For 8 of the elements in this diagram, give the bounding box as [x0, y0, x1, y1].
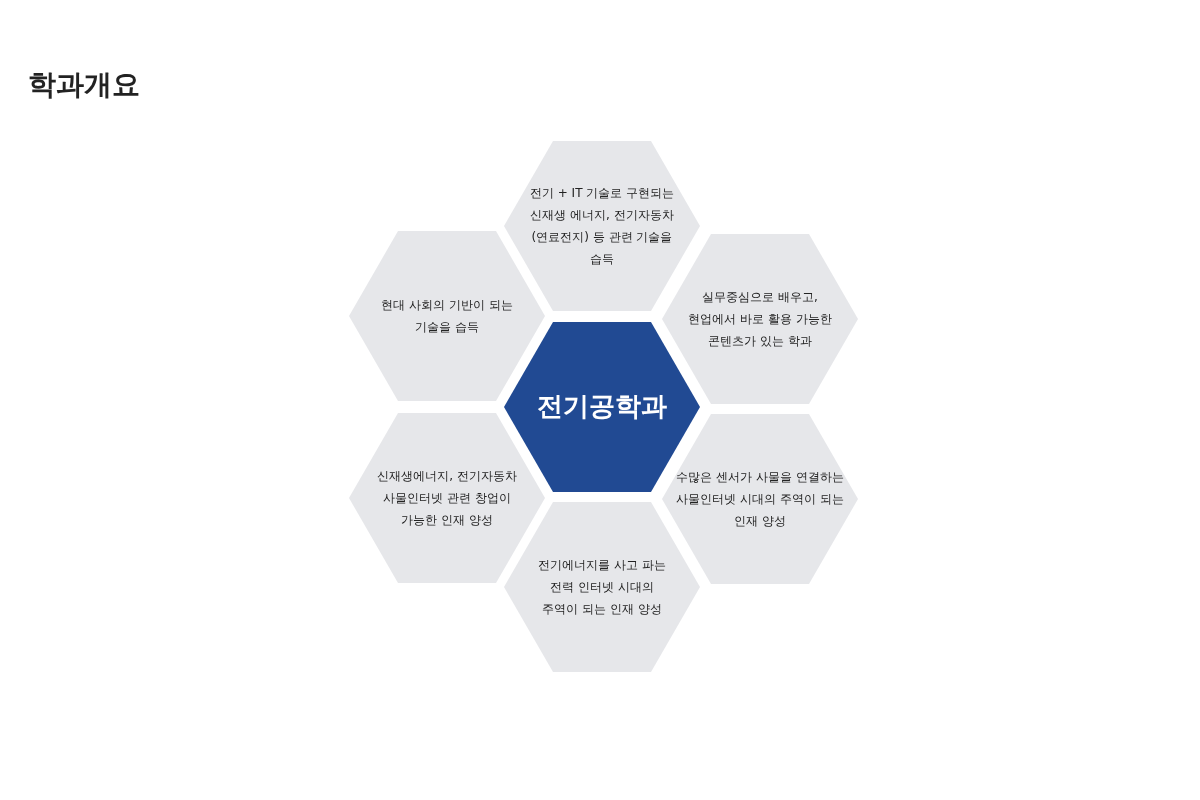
hexagon-text: 전기에너지를 사고 파는 전력 인터넷 시대의 주역이 되는 인재 양성 — [537, 557, 667, 618]
hexagon-text: 실무중심으로 배우고, 현업에서 바로 활용 가능한 콘텐츠가 있는 학과 — [687, 289, 833, 350]
hexagon-text: 수많은 센서가 사물을 연결하는 사물인터넷 시대의 주역이 되는 인재 양성 — [675, 469, 845, 530]
center-title: 전기공학과 — [537, 391, 667, 423]
hexagon-text: 현대 사회의 기반이 되는 기술을 습득 — [380, 297, 514, 336]
hexagon-text: 전기 + IT 기술로 구현되는 신재생 에너지, 전기자동차 (연료전지) 등 관련 기술을 습득 — [528, 185, 676, 268]
page-title: 학과개요 — [28, 67, 140, 103]
hexagon-text: 신재생에너지, 전기자동차 사물인터넷 관련 창업이 가능한 인재 양성 — [377, 468, 517, 529]
